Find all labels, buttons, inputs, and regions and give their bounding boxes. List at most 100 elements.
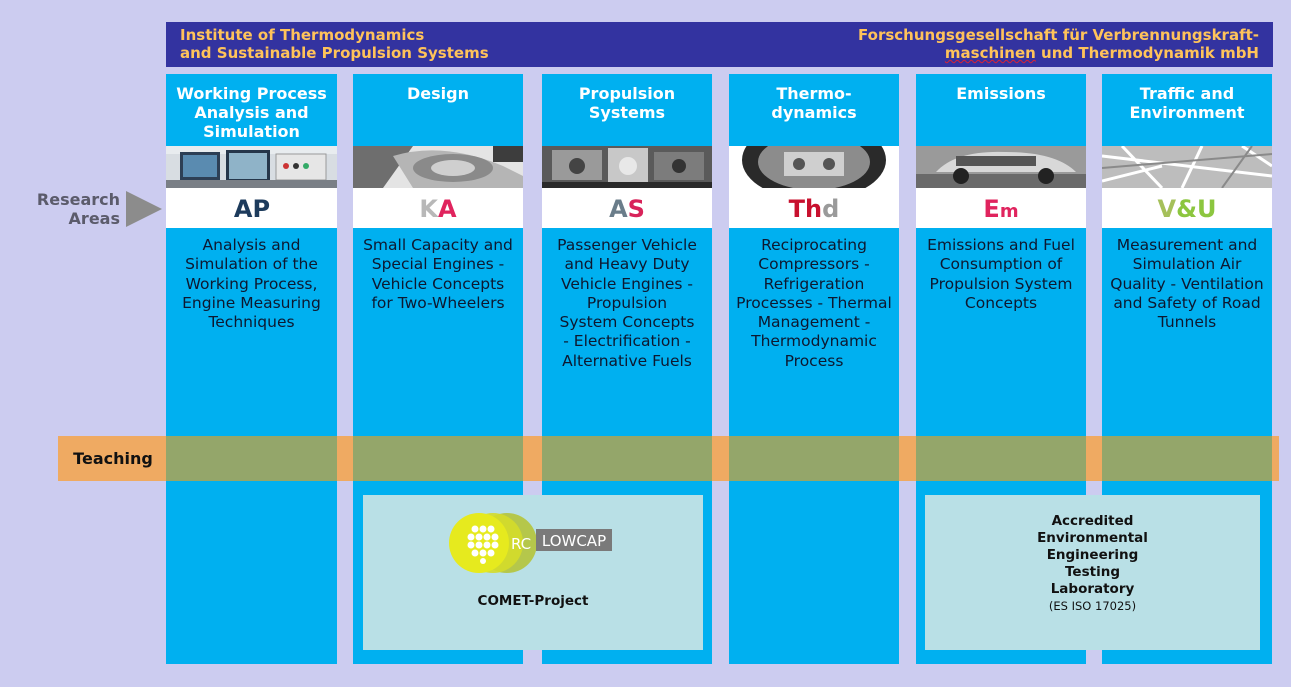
desc-line: Vehicle Engines - xyxy=(560,274,694,293)
title-line: dynamics xyxy=(771,103,857,122)
ap-logo: AP xyxy=(166,188,337,228)
logo-letter-2: A xyxy=(438,195,457,223)
desc-line: System Concepts xyxy=(559,313,695,332)
title-line: Systems xyxy=(588,103,666,122)
desc-line: Quality - Ventilation xyxy=(1110,274,1264,293)
institute-name-line2: and Sustainable Propulsion Systems xyxy=(180,44,489,62)
column-working-process: Working Process Analysis and Simulation … xyxy=(166,74,337,664)
desc-line: Engine Measuring xyxy=(182,293,321,312)
lowcap-text: LOWCAP xyxy=(542,532,606,550)
desc-line: Simulation Air xyxy=(1132,255,1242,274)
title-line: Environment xyxy=(1129,103,1245,122)
svg-text:AS: AS xyxy=(609,195,645,223)
column-title: Thermo- dynamics xyxy=(729,84,899,122)
logo-letter-2: &U xyxy=(1176,195,1216,223)
research-areas-line1: Research xyxy=(36,190,120,209)
desc-line: Processes - Thermal xyxy=(736,293,892,312)
research-areas-line2: Areas xyxy=(68,209,120,228)
desc-line: Analysis and xyxy=(202,236,301,254)
accredited-lab-box: Accredited Environmental Engineering Tes… xyxy=(925,495,1260,650)
desc-line: Working Process, xyxy=(185,274,318,293)
map-photo xyxy=(1102,146,1272,188)
lab-line: Laboratory xyxy=(1050,581,1135,597)
desc-line: Consumption of xyxy=(939,255,1063,274)
teaching-band-segment xyxy=(1102,436,1272,481)
column-description: Analysis and Simulation of the Working P… xyxy=(170,236,333,332)
title-line: Design xyxy=(407,84,469,103)
compressor-photo xyxy=(729,146,899,188)
motorcycle-engine-photo xyxy=(353,146,523,188)
column-title: Design xyxy=(353,84,523,103)
desc-line: Propulsion xyxy=(586,293,668,312)
logo-letter-1: A xyxy=(233,195,252,223)
desc-line: and Safety of Road xyxy=(1113,293,1261,312)
society-name-line2b: und Thermodynamik mbH xyxy=(1035,44,1259,62)
desc-line: Propulsion System xyxy=(929,274,1073,293)
svg-text:Em: Em xyxy=(983,195,1018,223)
institute-name: Institute of Thermodynamics and Sustaina… xyxy=(180,26,489,62)
desc-line: Special Engines - xyxy=(371,255,505,274)
comet-project-box: RC LOWCAP COMET-Project xyxy=(363,495,703,650)
teaching-gap xyxy=(712,436,729,481)
logo-letter-1: E xyxy=(983,195,999,223)
logo-letter-1: V xyxy=(1158,195,1177,223)
logo-letter-2: m xyxy=(1000,201,1019,222)
teaching-gap xyxy=(523,436,542,481)
desc-line: for Two-Wheelers xyxy=(371,293,505,312)
column-description: Emissions and Fuel Consumption of Propul… xyxy=(920,236,1082,313)
vu-logo: V&U xyxy=(1102,188,1272,228)
title-line: Analysis and xyxy=(194,103,309,122)
research-areas-label: Research Areas xyxy=(30,190,120,228)
desc-line: Refrigeration xyxy=(763,274,865,293)
research-society-name: Forschungsgesellschaft für Verbrennungsk… xyxy=(858,26,1259,62)
desc-line: Measurement and xyxy=(1116,236,1258,254)
desc-line: Small Capacity and xyxy=(363,236,513,254)
desc-line: Vehicle Concepts xyxy=(371,274,505,293)
column-description: Small Capacity and Special Engines - Veh… xyxy=(357,236,519,313)
society-name-line1: Forschungsgesellschaft für Verbrennungsk… xyxy=(858,26,1259,44)
teaching-band-end xyxy=(1272,436,1279,481)
desc-line: Passenger Vehicle xyxy=(557,236,697,254)
teaching-label: Teaching xyxy=(73,449,153,468)
logo-letter-2: d xyxy=(822,195,839,223)
car-on-dyno-photo xyxy=(916,146,1086,188)
column-description: Measurement and Simulation Air Quality -… xyxy=(1106,236,1268,332)
column-description: Reciprocating Compressors - Refrigeratio… xyxy=(733,236,895,371)
teaching-gap xyxy=(1086,436,1102,481)
teaching-band-segment xyxy=(353,436,523,481)
em-logo: Em xyxy=(916,188,1086,228)
iso-standard: (ES ISO 17025) xyxy=(1048,599,1137,613)
arrow-right-icon xyxy=(126,191,162,227)
title-line: Traffic and xyxy=(1139,84,1235,103)
column-thermodynamics: Thermo- dynamics Thd Reciprocating Compr… xyxy=(729,74,899,664)
logo-letter-1: Th xyxy=(789,195,822,223)
engine-photo xyxy=(542,146,712,188)
desc-line: Tunnels xyxy=(1157,313,1217,332)
lab-line: Accredited xyxy=(1051,513,1134,529)
title-line: Propulsion xyxy=(578,84,676,103)
desc-line: - Electrification - xyxy=(563,332,691,351)
rc-lowcap-logo: RC LOWCAP xyxy=(449,513,612,573)
institute-name-line1: Institute of Thermodynamics xyxy=(180,26,425,44)
institute-header: Institute of Thermodynamics and Sustaina… xyxy=(166,22,1273,67)
desc-line: Simulation of the xyxy=(185,255,318,274)
svg-text:Thd: Thd xyxy=(789,195,840,223)
desc-line: Emissions and Fuel xyxy=(927,236,1075,254)
svg-text:AP: AP xyxy=(233,195,269,223)
svg-text:V&U: V&U xyxy=(1158,195,1217,223)
as-logo: AS xyxy=(542,188,712,228)
title-line: Thermo- xyxy=(776,84,852,103)
title-line: Emissions xyxy=(956,84,1046,103)
teaching-band-segment xyxy=(729,436,899,481)
teaching-band-segment xyxy=(916,436,1086,481)
logo-letter-2: P xyxy=(252,195,270,223)
teaching-band-start xyxy=(58,436,166,481)
desc-line: Concepts xyxy=(964,293,1038,312)
teaching-gap xyxy=(337,436,353,481)
desc-line: Techniques xyxy=(208,313,295,332)
teaching-band-segment xyxy=(542,436,712,481)
desc-line: and Heavy Duty xyxy=(564,255,690,274)
teaching-band-segment xyxy=(166,436,337,481)
column-title: Emissions xyxy=(916,84,1086,103)
title-line: Simulation xyxy=(203,122,300,141)
